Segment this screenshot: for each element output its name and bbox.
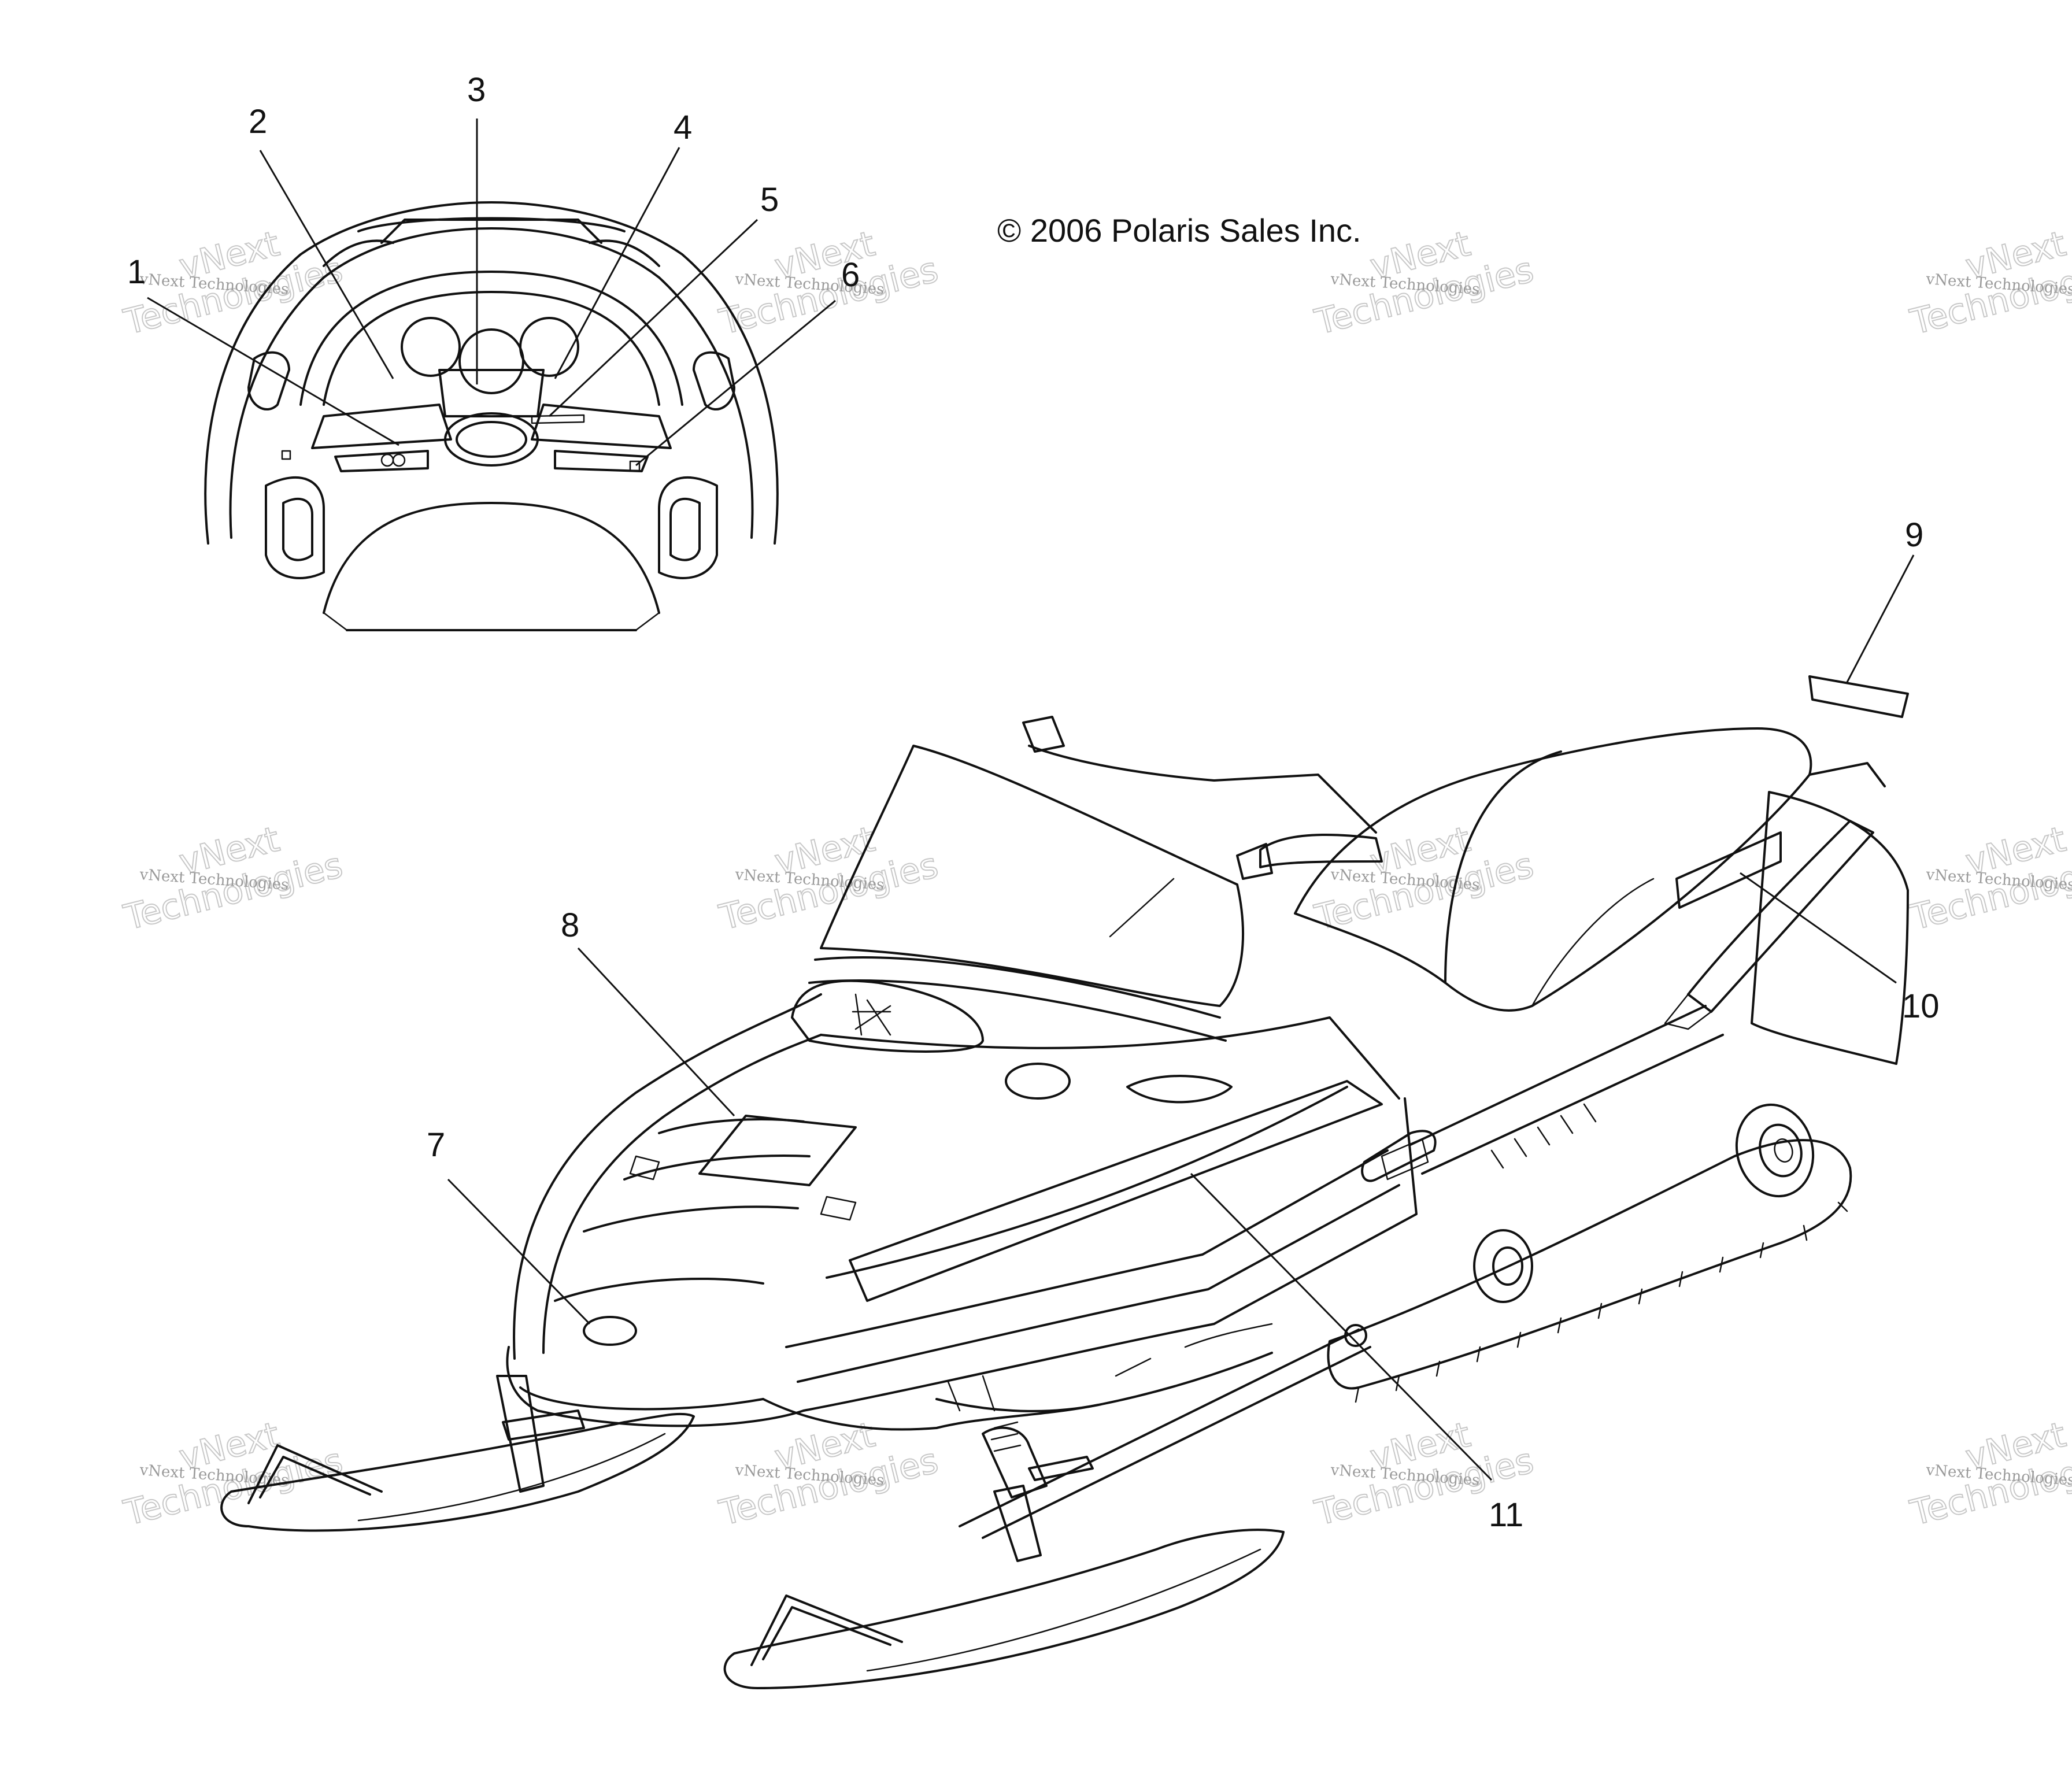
copyright-notice: © 2006 Polaris Sales Inc. — [997, 212, 1361, 249]
callout-4: 4 — [674, 109, 692, 146]
callout-10: 10 — [1902, 987, 1940, 1025]
callout-1: 1 — [127, 253, 146, 291]
callout-2: 2 — [249, 103, 267, 140]
callout-11: 11 — [1489, 1496, 1523, 1534]
callout-labels: 1 2 3 4 5 6 7 8 9 10 11 — [127, 71, 1940, 1534]
callout-3: 3 — [467, 71, 486, 109]
callout-8: 8 — [561, 906, 579, 944]
callout-5: 5 — [760, 181, 779, 219]
callout-7: 7 — [427, 1126, 445, 1164]
leader-lines — [147, 119, 1915, 1481]
hood-dash-view — [204, 201, 779, 631]
callout-9: 9 — [1905, 516, 1923, 554]
callout-6: 6 — [841, 256, 860, 294]
snowmobile-view — [220, 675, 1909, 1689]
